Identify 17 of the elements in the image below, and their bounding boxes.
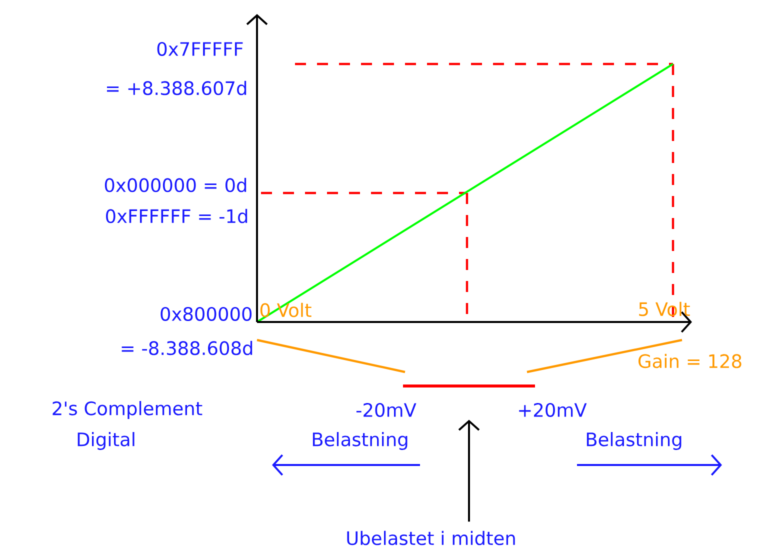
axis-label: 0x800000 xyxy=(160,307,252,321)
axis-label: 2's Complement xyxy=(52,401,202,419)
range-bar xyxy=(403,384,535,388)
axis-label: Belastning xyxy=(586,432,682,450)
axis-label: = +8.388.607d xyxy=(107,80,246,96)
axis-label: 0 Volt xyxy=(260,302,312,318)
axis-label: 0x7FFFFF xyxy=(157,42,243,56)
axis-label: 0x000000 = 0d xyxy=(104,178,246,192)
caption-text: Ubelastet i midten xyxy=(347,530,515,546)
axis-label: Gain = 128 xyxy=(638,354,742,368)
axis-label: 0xFFFFFF = -1d xyxy=(106,208,248,224)
axis-label: +20mV xyxy=(519,403,587,417)
arrow xyxy=(458,420,480,522)
axis-label: Digital xyxy=(78,432,134,450)
axis-label: = -8.388.608d xyxy=(122,340,252,356)
axis-label: -20mV xyxy=(356,403,416,417)
axis-label: Belastning xyxy=(312,432,408,450)
